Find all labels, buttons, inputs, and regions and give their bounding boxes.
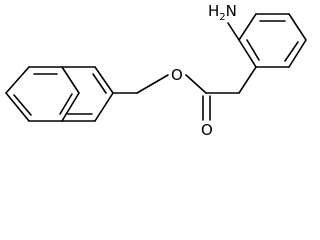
bond: [288, 13, 307, 41]
double-bond-inner: [284, 41, 299, 62]
double-bond-inner: [59, 93, 73, 115]
ester-bonds: [112, 74, 240, 121]
bond: [288, 39, 307, 68]
bond: [94, 92, 114, 122]
bond: [238, 13, 257, 41]
double-bond-inner: [13, 94, 32, 116]
amine-nitrogen: N: [226, 2, 237, 20]
bond: [5, 66, 30, 94]
bond: [238, 66, 257, 94]
benzene-bonds: [227, 13, 307, 94]
carbonyl-oxygen-label: O: [201, 121, 213, 139]
naphthalene-bonds: [5, 66, 114, 122]
amine-label: H2N: [208, 2, 237, 23]
double-bond-inner: [246, 39, 260, 61]
bond: [185, 74, 207, 94]
bond: [5, 92, 30, 122]
bond: [238, 39, 257, 68]
amine-bond: [227, 22, 240, 41]
ester-oxygen-label: O: [171, 66, 183, 84]
bond: [61, 66, 80, 94]
bond: [61, 92, 80, 122]
amine-hydrogen: H: [208, 2, 219, 20]
amine-subscript: 2: [219, 12, 225, 23]
atom-labels: H2N O O: [171, 2, 237, 139]
double-bond-inner: [92, 73, 107, 94]
bond: [94, 66, 114, 94]
chemical-structure: H2N O O: [5, 2, 307, 139]
bond: [136, 74, 169, 94]
